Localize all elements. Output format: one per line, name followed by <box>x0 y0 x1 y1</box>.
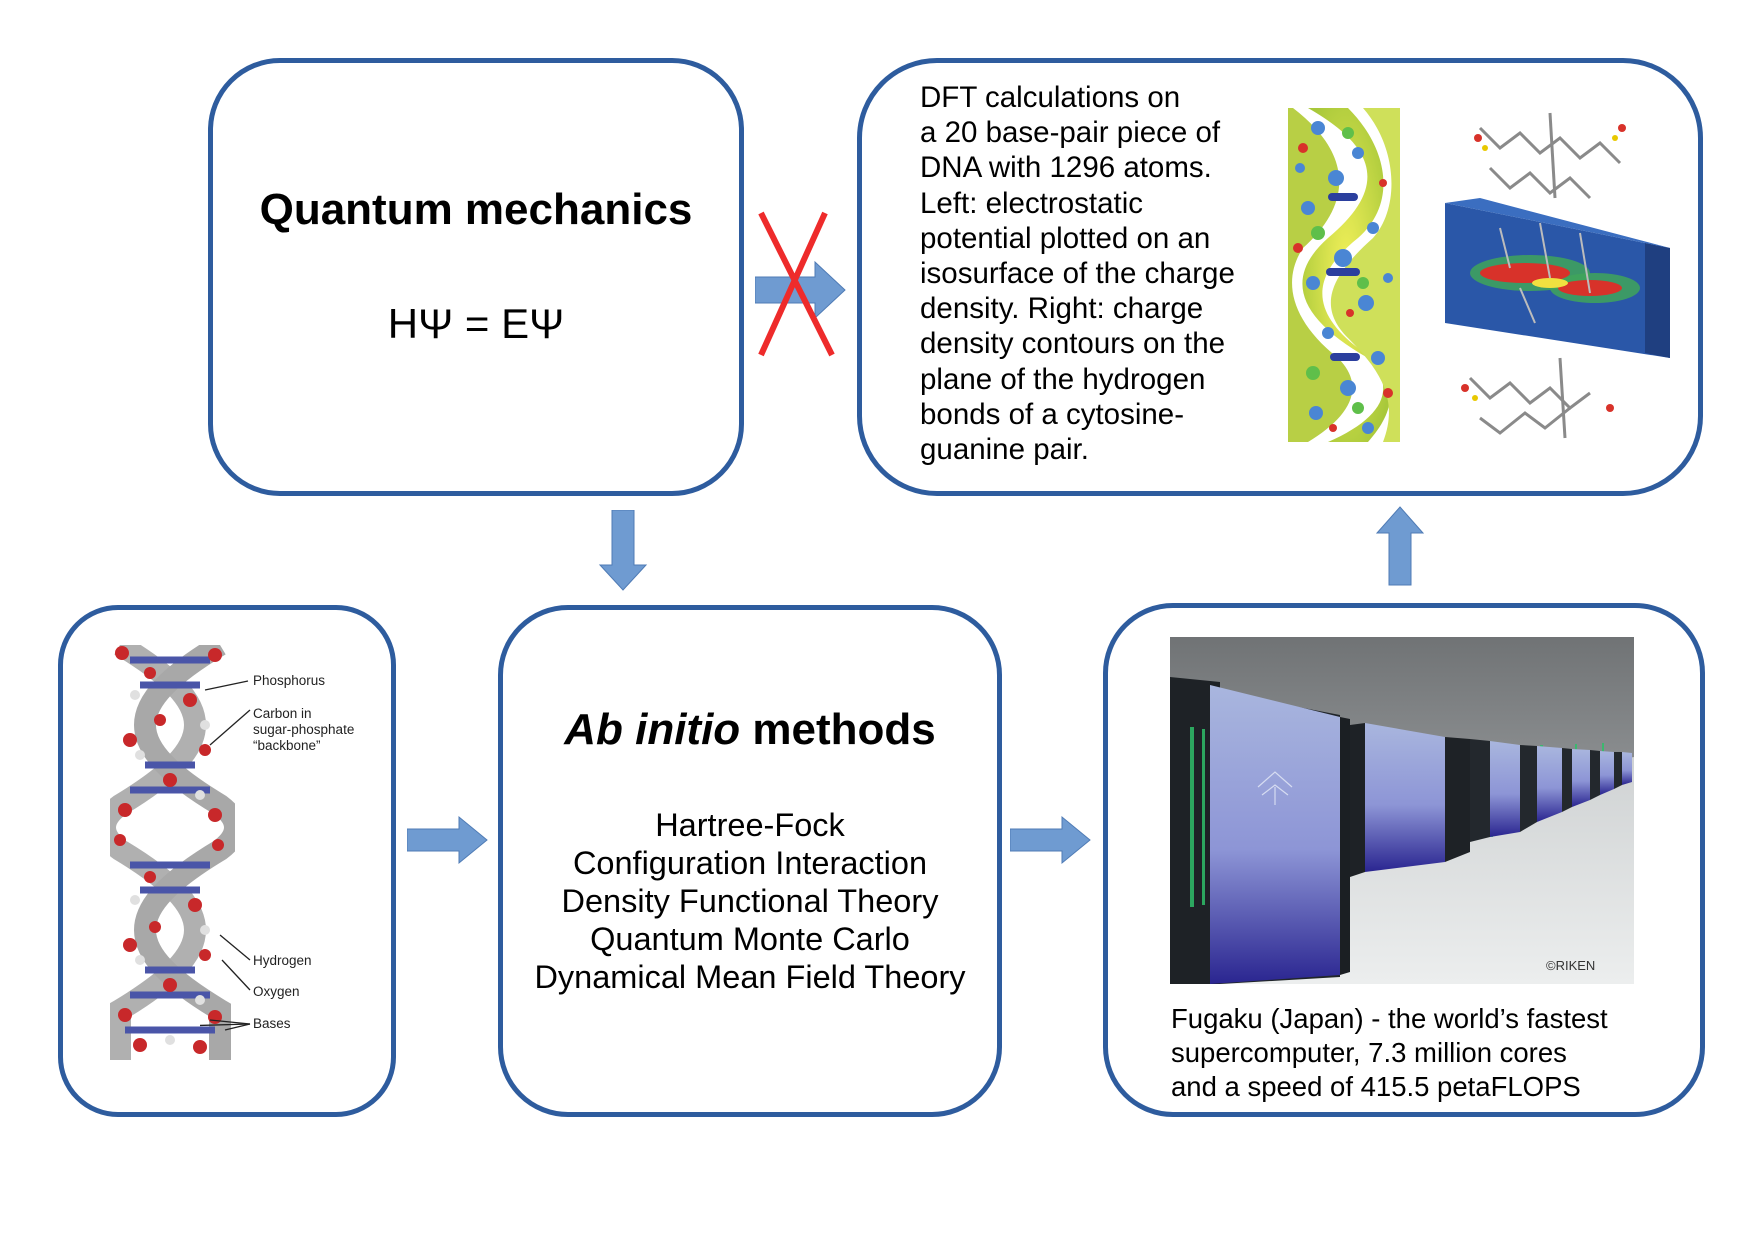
arrow-down-icon <box>598 510 648 591</box>
dna-double-helix-image <box>110 645 235 1060</box>
dft-line: density. Right: charge <box>920 292 1204 326</box>
ab-initio-methods-list: Hartree-Fock Configuration Interaction D… <box>500 806 1000 996</box>
arrow-right-icon <box>407 815 488 865</box>
ab-initio-title: Ab initio methods <box>500 705 1000 755</box>
dft-line: DFT calculations on <box>920 81 1181 114</box>
dft-line: bonds of a cytosine- <box>920 397 1185 431</box>
dft-line: isosurface of the charge <box>920 257 1235 291</box>
dft-description: DFT calculations on a 20 base-pair piece… <box>920 80 1280 467</box>
fugaku-supercomputer-photo: ©RIKEN <box>1170 637 1634 984</box>
dna-label-hydrogen: Hydrogen <box>253 953 312 968</box>
dft-line: a 20 base-pair piece of <box>920 116 1221 150</box>
dft-line: potential plotted on an <box>920 221 1211 255</box>
dna-isosurface-image <box>1288 108 1400 442</box>
crossed-arrow-right-icon <box>755 211 846 357</box>
dna-label-carbon-line: “backbone” <box>253 738 321 753</box>
ab-initio-box <box>498 605 1002 1117</box>
ab-initio-title-italic: Ab initio <box>564 705 741 754</box>
dna-leader-lines <box>200 680 251 1031</box>
ab-initio-title-rest: methods <box>740 705 936 754</box>
quantum-mechanics-box <box>208 58 744 496</box>
fugaku-caption-line: and a speed of 415.5 petaFLOPS <box>1171 1071 1581 1102</box>
dft-line: Left: electrostatic <box>920 186 1143 220</box>
fugaku-caption-line: supercomputer, 7.3 million cores <box>1171 1037 1567 1068</box>
dft-line: density contours on the <box>920 327 1226 361</box>
schrodinger-equation: HΨ = EΨ <box>387 300 565 347</box>
method-item: Configuration Interaction <box>572 845 928 881</box>
fugaku-caption-line: Fugaku (Japan) - the world’s fastest <box>1171 1003 1608 1034</box>
arrow-up-icon <box>1375 506 1425 586</box>
dft-line: DNA with 1296 atoms. <box>920 151 1212 185</box>
dna-label-oxygen: Oxygen <box>253 984 300 999</box>
dna-label-carbon-line: Carbon in <box>253 706 312 721</box>
method-item: Density Functional Theory <box>561 883 939 919</box>
dna-label-bases: Bases <box>253 1016 291 1031</box>
dna-label-phosphorus: Phosphorus <box>253 673 326 688</box>
arrow-right-icon <box>1010 815 1091 865</box>
fugaku-photo-credit: ©RIKEN <box>1546 958 1595 973</box>
method-item: Hartree-Fock <box>655 807 845 843</box>
quantum-mechanics-title: Quantum mechanics <box>259 185 693 234</box>
method-item: Quantum Monte Carlo <box>590 921 910 957</box>
dft-line: guanine pair. <box>920 433 1089 467</box>
dft-line: plane of the hydrogen <box>920 362 1206 396</box>
dna-label-carbon-line: sugar-phosphate <box>253 722 355 737</box>
dna-label-carbon: Carbon in sugar-phosphate “backbone” <box>253 706 354 754</box>
method-item: Dynamical Mean Field Theory <box>534 959 966 995</box>
charge-density-plane-image <box>1445 112 1670 439</box>
fugaku-caption: Fugaku (Japan) - the world’s fastest sup… <box>1171 1002 1691 1104</box>
